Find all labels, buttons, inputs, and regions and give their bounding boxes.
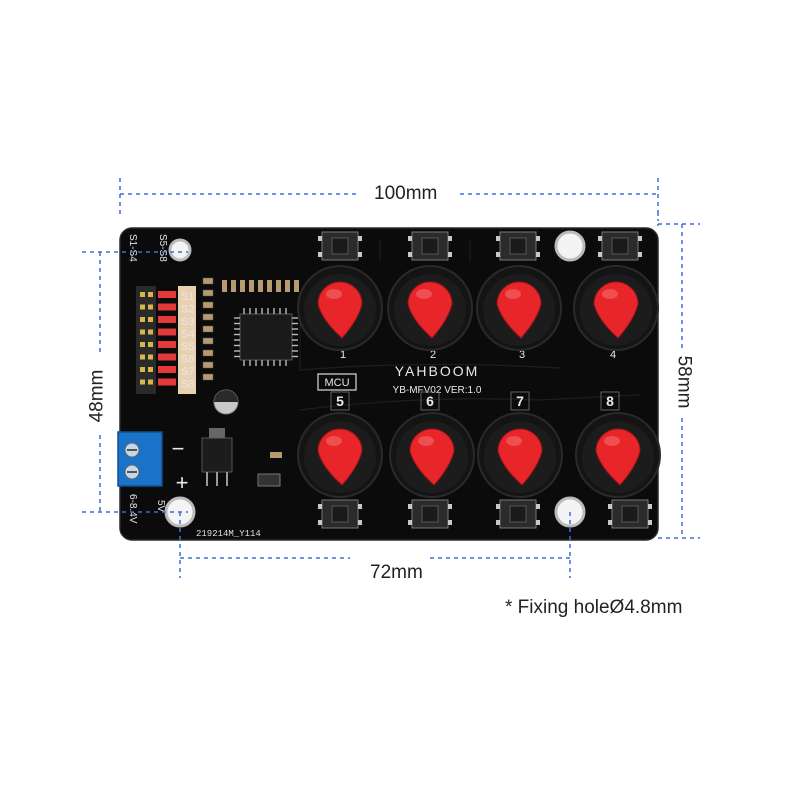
model-label: YB-MFV02 VER:1.0	[393, 385, 482, 396]
channel-label: 8	[606, 393, 614, 409]
hole-span-dimension-label: 72mm	[364, 562, 429, 584]
height-dimension-label: 58mm	[672, 349, 695, 415]
tact-switch	[408, 231, 452, 261]
power-components	[201, 389, 314, 487]
channel-label: 1	[340, 349, 346, 361]
potentiometer-knob	[573, 265, 659, 351]
servo-label: S8	[181, 379, 194, 391]
power-5v-label: 5V	[155, 500, 166, 513]
channel-top-labels: 1 2 3 4	[340, 349, 616, 361]
tact-switch	[598, 231, 642, 261]
serial-label: 219214M_Y114	[196, 529, 261, 539]
channel-label: 5	[336, 393, 344, 409]
servo-label: S7	[181, 366, 194, 378]
header-connector	[178, 286, 196, 394]
servo-label: S3	[181, 316, 194, 328]
servo-header	[136, 286, 196, 394]
servo-label: S2	[181, 304, 194, 316]
tact-switch	[318, 499, 362, 529]
minus-label: −	[172, 436, 185, 461]
potentiometer-knob	[476, 265, 562, 351]
header-label-s1s4: S1-S4	[127, 234, 138, 262]
channel-label: 7	[516, 393, 524, 409]
tact-switch	[318, 231, 362, 261]
potentiometer-knob	[477, 412, 563, 498]
power-terminal	[117, 431, 163, 487]
potentiometer-knob	[575, 412, 661, 498]
power-voltage-label: 6-8.4V	[127, 494, 138, 524]
plus-label: +	[176, 470, 189, 495]
potentiometer-knob	[387, 265, 473, 351]
mcu-label: MCU	[324, 377, 349, 389]
pcb-board	[120, 228, 658, 540]
potentiometer-knobs	[297, 265, 661, 498]
pcb-traces	[299, 240, 641, 411]
tact-switch	[496, 231, 540, 261]
servo-label: S5	[181, 341, 194, 353]
servo-label: S1	[181, 291, 194, 303]
potentiometer-knob	[297, 412, 383, 498]
header-label-s5s8: S5-S8	[157, 234, 168, 262]
potentiometer-knob	[297, 265, 383, 351]
resistor-array	[202, 277, 214, 381]
servo-label: S4	[181, 329, 194, 341]
tact-switch	[408, 499, 452, 529]
top-switches	[318, 231, 642, 261]
channel-bottom-labels: 5 6 7 8	[330, 391, 620, 411]
tact-switch	[496, 499, 540, 529]
capacitor-row	[222, 280, 299, 292]
mounting-hole	[554, 230, 586, 262]
inner-height-dimension-label: 48mm	[86, 363, 109, 429]
channel-label: 3	[519, 349, 525, 361]
mcu-chip: MCU	[234, 308, 357, 391]
brand-label: YAHBOOM	[395, 363, 480, 379]
dimension-lines	[82, 178, 700, 578]
fixing-hole-note: * Fixing holeØ4.8mm	[505, 597, 683, 618]
width-dimension-label: 100mm	[368, 183, 444, 205]
bottom-switches	[318, 499, 652, 529]
channel-label: 4	[610, 349, 616, 361]
potentiometer-knob	[389, 412, 475, 498]
mounting-hole	[168, 238, 192, 262]
channel-label: 2	[430, 349, 436, 361]
servo-label: S6	[181, 354, 194, 366]
channel-label: 6	[426, 393, 434, 409]
tact-switch	[608, 499, 652, 529]
